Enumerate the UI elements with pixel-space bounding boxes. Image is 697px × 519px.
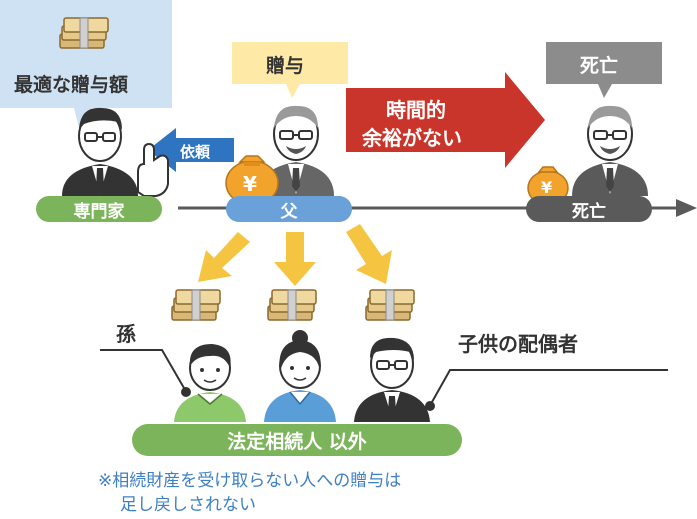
gift-bubble-text: 贈与 [266,55,305,77]
yen-symbol: ¥ [541,178,553,197]
request-arrow [148,128,234,172]
gift-speech-bubble [232,42,348,98]
money-bag-icon [225,155,279,206]
gift-arrows [198,224,392,286]
note-line2: 足し戻しされない [120,495,256,515]
spouse-pointer-line [425,369,668,411]
woman-person [264,330,336,422]
money-bills-icon [59,17,109,49]
no-time-arrow [346,72,545,168]
expert-label-pill: 専門家 [36,196,162,222]
grandchild-person [174,344,246,422]
spouse-label: 子供の配偶者 [458,332,578,356]
father-label-pill: 父 [226,196,352,222]
yen-symbol: ¥ [243,172,257,196]
no-time-arrow-line1: 時間的 [386,98,446,122]
death-label-pill: 死亡 [526,196,652,222]
grandchild-pointer-line [100,349,191,397]
money-bills-icon [365,289,415,321]
deceased-person [572,105,648,196]
grandchild-label: 孫 [116,322,136,346]
request-label: 依頼 [180,143,211,161]
spouse-man-person [354,337,430,422]
expert-person [62,107,138,196]
hand-icon [137,142,169,197]
money-bills-icon [267,289,317,321]
death-speech-bubble [546,42,662,98]
expert-speech-bubble [0,0,172,132]
death-bubble-text: 死亡 [580,55,619,77]
expert-bubble-text: 最適な贈与額 [14,74,129,96]
non-heirs-group-pill: 法定相続人 以外 [132,424,462,456]
no-time-arrow-line2: 余裕がない [362,126,462,150]
note-line1: ※相続財産を受け取らない人への贈与は [98,471,402,491]
money-bills-icon [171,289,221,321]
